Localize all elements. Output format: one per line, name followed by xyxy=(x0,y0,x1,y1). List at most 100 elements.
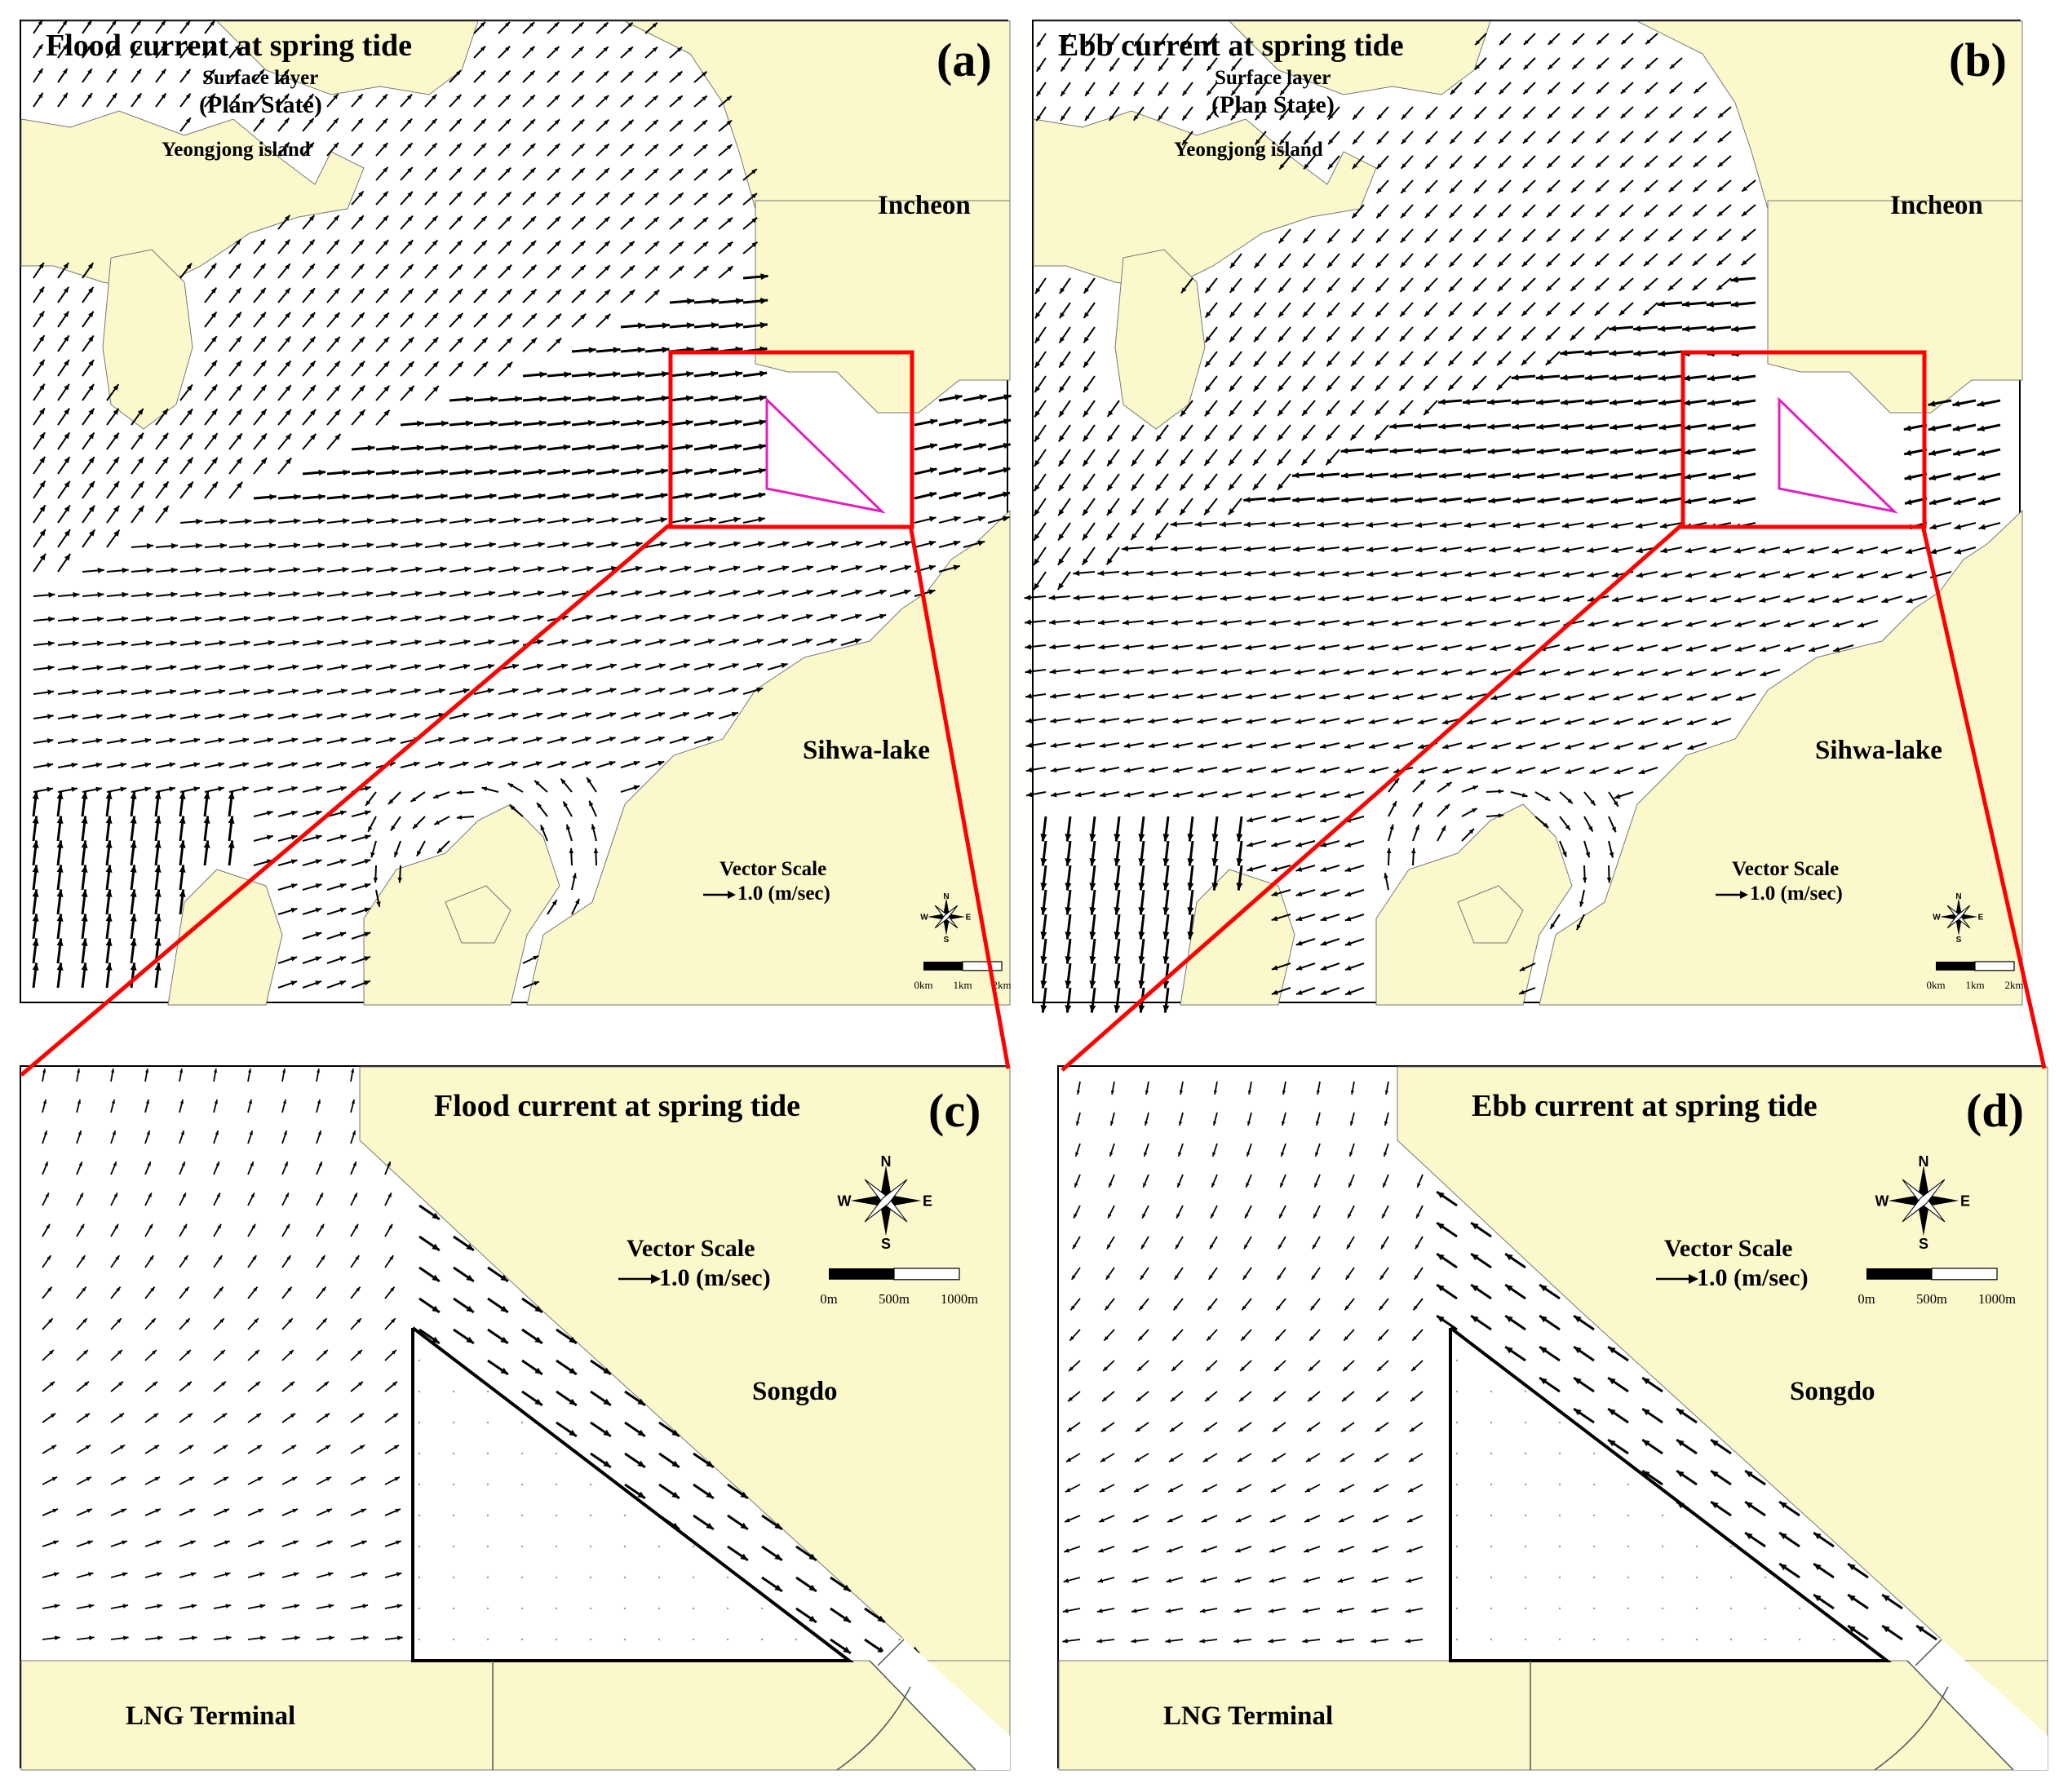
current-vector-head xyxy=(1131,508,1137,515)
current-vector-head xyxy=(1040,1005,1047,1013)
current-vector-head xyxy=(328,1635,334,1640)
current-vector-head xyxy=(1243,497,1251,503)
current-vector-head xyxy=(677,168,684,175)
current-vector-head xyxy=(1003,467,1011,473)
current-vector-head xyxy=(1463,448,1471,454)
current-vector-head xyxy=(156,1572,162,1577)
current-vector-head xyxy=(1463,398,1470,405)
current-vector-head xyxy=(224,1572,231,1577)
calm-point xyxy=(555,1638,558,1641)
current-vector-head xyxy=(1060,91,1065,96)
channel-edge xyxy=(869,1660,976,1771)
current-vector-head xyxy=(1158,115,1163,121)
current-vector-head xyxy=(193,737,201,743)
land-yeongjong-islet xyxy=(102,249,193,430)
current-vector-head xyxy=(1619,260,1626,267)
place-songdo: Songdo xyxy=(752,1377,838,1406)
current-vector-head xyxy=(211,360,217,367)
current-vector-head xyxy=(1416,645,1424,651)
current-vector-head xyxy=(1596,187,1601,192)
current-vector-head xyxy=(1207,65,1212,71)
current-vector-head xyxy=(1499,40,1504,46)
current-vector-head xyxy=(86,1508,92,1513)
current-vector-head xyxy=(154,1476,161,1481)
current-vector-head xyxy=(1832,622,1840,628)
current-vector-head xyxy=(1326,384,1333,392)
current-vector-head xyxy=(256,1445,263,1449)
current-vector-head xyxy=(64,360,69,366)
current-vector-head xyxy=(1342,1396,1347,1402)
current-vector-head xyxy=(1310,1305,1315,1311)
current-vector-head xyxy=(1034,509,1040,516)
current-vector-head xyxy=(1253,409,1260,417)
current-vector-head xyxy=(1742,186,1747,192)
current-vector-head xyxy=(490,396,498,403)
current-vector-head xyxy=(290,907,298,914)
current-vector-head xyxy=(87,44,92,50)
current-vector-head xyxy=(1808,597,1815,604)
current-vector-head xyxy=(1658,325,1666,332)
current-vector-head xyxy=(1109,66,1114,72)
current-vector-head xyxy=(1546,310,1552,316)
current-vector-head xyxy=(49,1350,54,1355)
current-vector-head xyxy=(210,20,215,26)
current-vector-head xyxy=(1083,361,1089,368)
current-vector-head xyxy=(1376,237,1382,243)
current-vector-head xyxy=(610,590,618,596)
current-vector-head xyxy=(1314,1183,1318,1188)
compass-w: W xyxy=(1933,914,1941,923)
current-vector-head xyxy=(1621,64,1627,69)
reclamation-wall xyxy=(411,1326,854,1662)
current-vector-head xyxy=(408,312,414,319)
calm-point xyxy=(623,1514,627,1517)
current-vector-head xyxy=(1857,573,1864,579)
current-vector-head xyxy=(361,1572,368,1577)
current-vector-head xyxy=(64,408,70,415)
current-vector-head xyxy=(555,216,561,223)
current-vector-head xyxy=(855,564,862,571)
current-vector-head xyxy=(1668,211,1675,217)
current-vector-head xyxy=(441,420,449,427)
current-vector-head xyxy=(407,215,414,222)
current-vector-head xyxy=(579,168,585,174)
current-vector-head xyxy=(1536,399,1543,405)
current-vector-head xyxy=(1155,484,1162,491)
current-vector-head xyxy=(1523,64,1529,70)
current-vector-head xyxy=(1645,137,1650,144)
current-vector-head xyxy=(236,481,243,489)
current-vector-head xyxy=(1268,497,1275,503)
current-vector-head xyxy=(185,69,191,75)
current-vector-head xyxy=(157,1604,163,1608)
calm-point xyxy=(1490,1390,1493,1393)
current-vector-head xyxy=(1140,1244,1145,1250)
current-vector-head xyxy=(635,493,644,499)
current-vector-head xyxy=(334,433,341,440)
current-vector-head xyxy=(1060,42,1066,47)
current-vector-head xyxy=(317,664,324,670)
current-vector-head xyxy=(414,664,422,670)
current-vector-head xyxy=(1587,547,1594,554)
current-vector-head xyxy=(318,1161,322,1166)
current-vector-head xyxy=(1742,210,1747,216)
scale-tick-0: 0km xyxy=(914,979,932,991)
current-vector-head xyxy=(1643,285,1649,291)
current-vector-head xyxy=(1954,499,1961,506)
current-vector-head xyxy=(1978,499,1986,506)
current-vector-head xyxy=(181,1161,185,1166)
current-vector-head xyxy=(1343,1366,1348,1371)
current-vector-head xyxy=(529,70,535,76)
current-vector-head xyxy=(441,469,448,476)
current-vector-head xyxy=(1521,261,1528,267)
current-vector-head xyxy=(512,591,520,596)
place-yeongjong: Yeongjong island xyxy=(1174,139,1323,161)
current-vector-head xyxy=(268,518,277,524)
current-vector-head xyxy=(293,1540,299,1545)
current-vector-head xyxy=(1144,1121,1149,1126)
current-vector-head xyxy=(1645,64,1651,69)
current-vector-head xyxy=(466,1336,474,1343)
current-vector-head xyxy=(432,1243,440,1250)
current-vector-head xyxy=(702,71,707,77)
current-vector-head xyxy=(1663,745,1670,750)
current-vector-head xyxy=(260,458,268,465)
current-vector-head xyxy=(1059,361,1065,368)
